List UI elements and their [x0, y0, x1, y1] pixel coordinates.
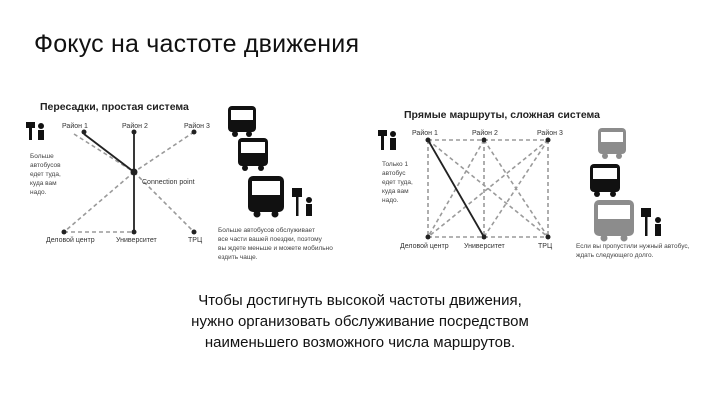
note-right: Больше автобусов обслуживает все части в…	[218, 226, 335, 261]
stop-node	[81, 129, 87, 135]
stop-node	[191, 229, 197, 235]
direct-diagram-title: Прямые маршруты, сложная система	[404, 109, 600, 121]
person-icon	[378, 130, 396, 150]
route-line	[73, 133, 135, 173]
bus-stop-icon	[292, 188, 312, 216]
direct-routes-diagram-svg: Прямые маршруты, сложная система Район 1…	[378, 109, 691, 259]
slide-caption: Чтобы достигнуть высокой частоты движени…	[0, 290, 720, 353]
caption-line: Чтобы достигнуть высокой частоты движени…	[198, 292, 522, 309]
stop-label-area1: Район 1	[62, 122, 88, 130]
route-line	[133, 171, 195, 233]
stop-label-business: Деловой центр	[46, 236, 95, 244]
stop-label-university: Университет	[116, 237, 158, 244]
stop-node	[545, 234, 551, 240]
bus-icon	[248, 176, 284, 218]
route-mesh	[427, 139, 549, 238]
bus-icon	[228, 106, 256, 137]
direct-routes-diagram: Прямые маршруты, сложная система Район 1…	[372, 92, 702, 272]
route-line	[83, 133, 135, 173]
stop-label-area1: Район 1	[412, 129, 438, 137]
stop-label-area3: Район 3	[537, 129, 563, 137]
note-right: Если вы пропустили нужный автобус, ждать…	[576, 242, 691, 259]
bus-icon-gray	[598, 128, 626, 159]
stop-label-area3: Район 3	[184, 122, 210, 130]
transfer-diagram-title: Пересадки, простая система	[40, 101, 189, 113]
person-icon	[26, 122, 44, 140]
slide-title: Фокус на частоте движения	[34, 30, 360, 58]
stop-node	[191, 129, 197, 135]
stop-node	[481, 137, 487, 143]
stop-node	[481, 234, 487, 240]
caption-line: наименьшего возможного числа маршрутов.	[204, 334, 516, 351]
note-left: Только 1 автобус едет туда, куда вам над…	[382, 161, 415, 204]
bus-icon	[590, 164, 620, 197]
route-line	[63, 171, 135, 233]
connection-node	[130, 168, 138, 176]
caption-line: нужно организовать обслуживание посредст…	[191, 313, 529, 330]
bus-stop-icon	[641, 208, 661, 236]
stop-label-university: Университет	[464, 243, 506, 250]
route-line	[133, 131, 195, 173]
note-left: Больше автобусов едет туда, куда вам над…	[30, 153, 63, 196]
stop-node	[131, 229, 137, 235]
stop-label-connection: Connection point	[142, 179, 195, 186]
bus-icon	[238, 138, 268, 171]
stop-node	[61, 229, 67, 235]
stop-label-mall: ТРЦ	[188, 237, 203, 244]
stop-label-area2: Район 2	[472, 129, 498, 137]
stop-node	[131, 129, 137, 135]
stop-node	[425, 234, 431, 240]
bus-icon-gray	[594, 200, 634, 242]
stop-label-business: Деловой центр	[400, 242, 449, 250]
stop-node	[425, 137, 431, 143]
stop-node	[545, 137, 551, 143]
stop-label-mall: ТРЦ	[538, 243, 553, 250]
transfer-diagram: Пересадки, простая система Район 1 Район…	[22, 92, 362, 272]
stop-label-area2: Район 2	[122, 122, 148, 130]
transfer-diagram-svg: Пересадки, простая система Район 1 Район…	[26, 101, 335, 261]
